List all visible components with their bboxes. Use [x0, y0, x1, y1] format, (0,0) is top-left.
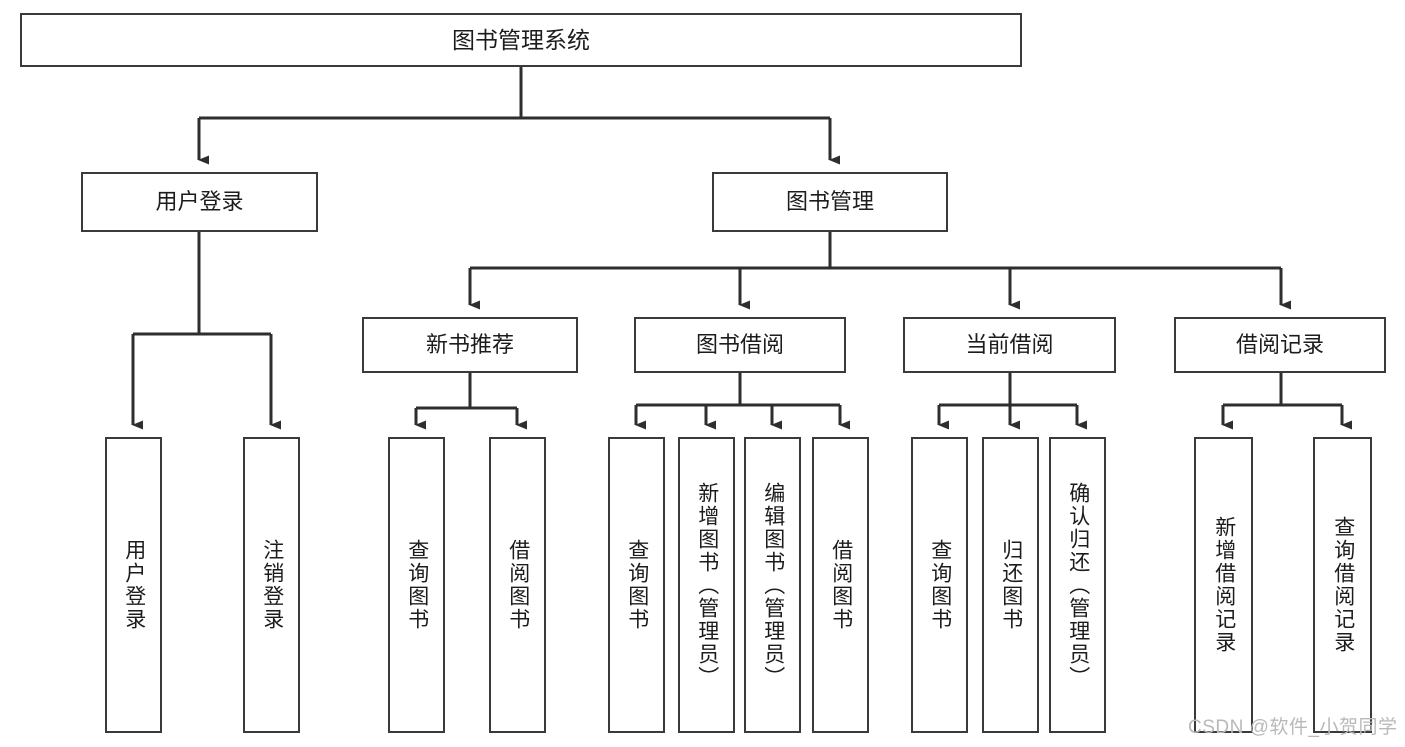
- node-label: 图书借阅: [695, 332, 784, 358]
- leaf-query-borrow-record[interactable]: 查询借阅记录: [1313, 437, 1372, 733]
- node-label: 新书推荐: [425, 332, 514, 358]
- leaf-borrow-book-recommend[interactable]: 借阅图书: [489, 437, 546, 733]
- leaf-label: 查询借阅记录: [1331, 516, 1355, 654]
- leaf-label: 注销登录: [260, 539, 284, 631]
- node-label: 图书管理: [785, 189, 874, 215]
- node-borrow-record[interactable]: 借阅记录: [1174, 317, 1386, 373]
- node-label: 当前借阅: [965, 332, 1054, 358]
- leaf-label: 用户登录: [122, 539, 146, 631]
- node-label: 图书管理系统: [452, 26, 590, 53]
- leaf-label: 借阅图书: [829, 539, 853, 631]
- node-book-borrow[interactable]: 图书借阅: [634, 317, 846, 373]
- node-book-management[interactable]: 图书管理: [712, 172, 948, 232]
- leaf-query-book-borrow[interactable]: 查询图书: [608, 437, 665, 733]
- node-user-login[interactable]: 用户登录: [81, 172, 318, 232]
- leaf-label: 归还图书: [999, 539, 1023, 631]
- leaf-confirm-return-admin[interactable]: 确认归还（管理员）: [1049, 437, 1106, 733]
- leaf-query-book-recommend[interactable]: 查询图书: [388, 437, 445, 733]
- node-label: 借阅记录: [1235, 332, 1324, 358]
- leaf-query-book-current[interactable]: 查询图书: [911, 437, 968, 733]
- leaf-return-book[interactable]: 归还图书: [982, 437, 1039, 733]
- node-root-book-management-system[interactable]: 图书管理系统: [20, 13, 1022, 67]
- leaf-label: 新增借阅记录: [1212, 516, 1236, 654]
- leaf-label: 编辑图书（管理员）: [761, 481, 785, 689]
- leaf-borrow-book[interactable]: 借阅图书: [812, 437, 869, 733]
- leaf-label: 查询图书: [405, 539, 429, 631]
- node-label: 用户登录: [155, 189, 244, 215]
- node-current-borrow[interactable]: 当前借阅: [903, 317, 1116, 373]
- leaf-edit-book-admin[interactable]: 编辑图书（管理员）: [744, 437, 801, 733]
- leaf-add-borrow-record[interactable]: 新增借阅记录: [1194, 437, 1253, 733]
- leaf-label: 查询图书: [625, 539, 649, 631]
- leaf-label: 新增图书（管理员）: [695, 481, 719, 689]
- leaf-label: 查询图书: [928, 539, 952, 631]
- node-new-book-recommend[interactable]: 新书推荐: [362, 317, 578, 373]
- leaf-user-login[interactable]: 用户登录: [105, 437, 162, 733]
- csdn-watermark: CSDN @软件_小贺同学: [1188, 717, 1398, 738]
- leaf-add-book-admin[interactable]: 新增图书（管理员）: [678, 437, 735, 733]
- leaf-label: 借阅图书: [506, 539, 530, 631]
- leaf-logout[interactable]: 注销登录: [243, 437, 300, 733]
- leaf-label: 确认归还（管理员）: [1066, 481, 1090, 689]
